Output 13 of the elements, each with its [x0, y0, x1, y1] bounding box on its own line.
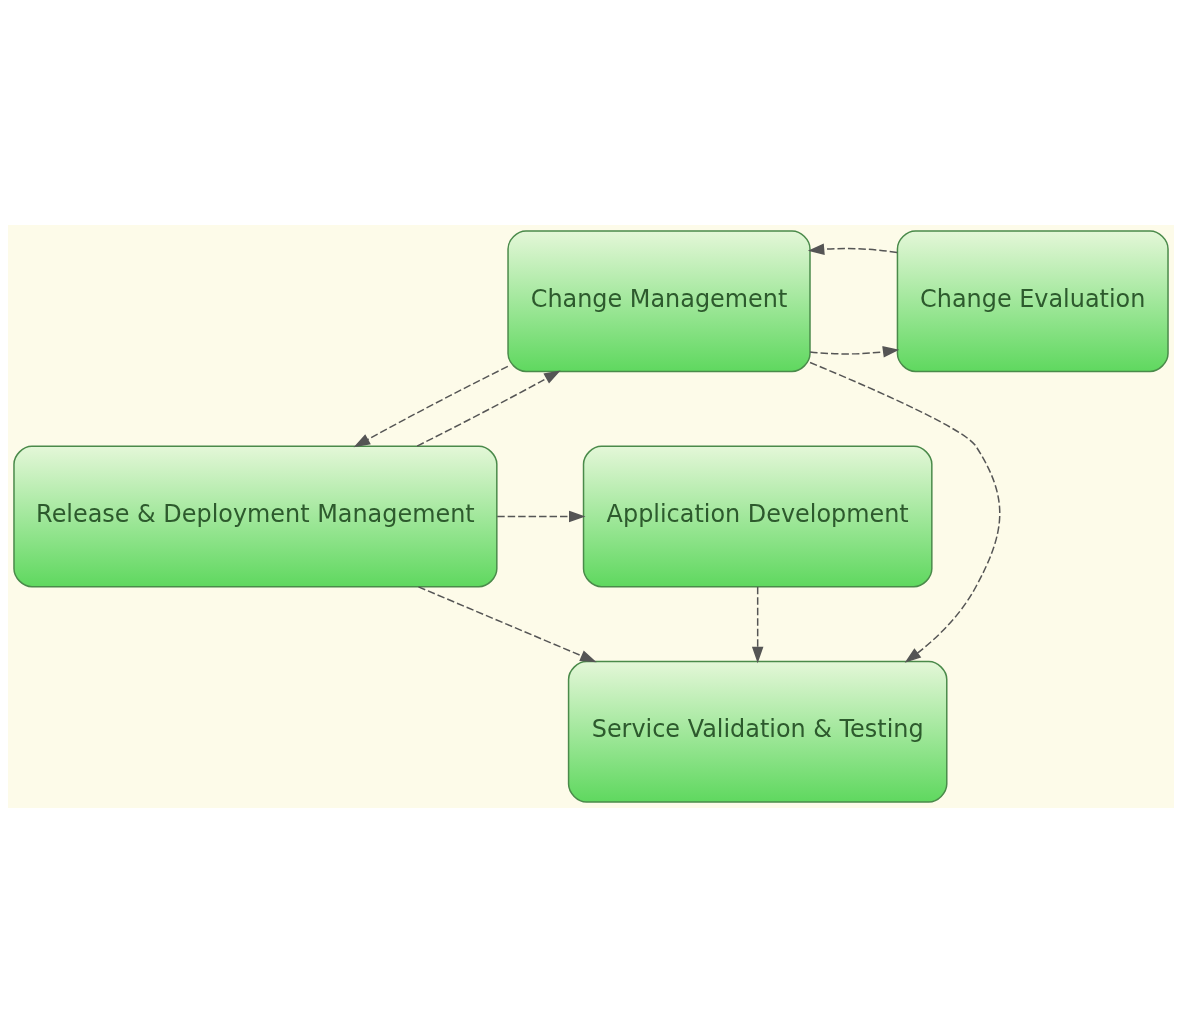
arrow	[807, 243, 898, 255]
arrow	[416, 370, 561, 447]
arrow	[496, 510, 586, 522]
node-box: Change Management	[507, 229, 811, 372]
node-box: Release & Deployment Management	[13, 445, 498, 587]
node-box: Application Development	[582, 445, 933, 587]
arrow	[809, 361, 1001, 663]
node-box: Change Evaluation	[896, 229, 1169, 372]
node-box: Service Validation & Testing	[567, 660, 948, 803]
arrow	[353, 365, 509, 447]
arrow	[751, 585, 764, 663]
arrow	[809, 345, 900, 358]
arrow	[417, 585, 597, 662]
